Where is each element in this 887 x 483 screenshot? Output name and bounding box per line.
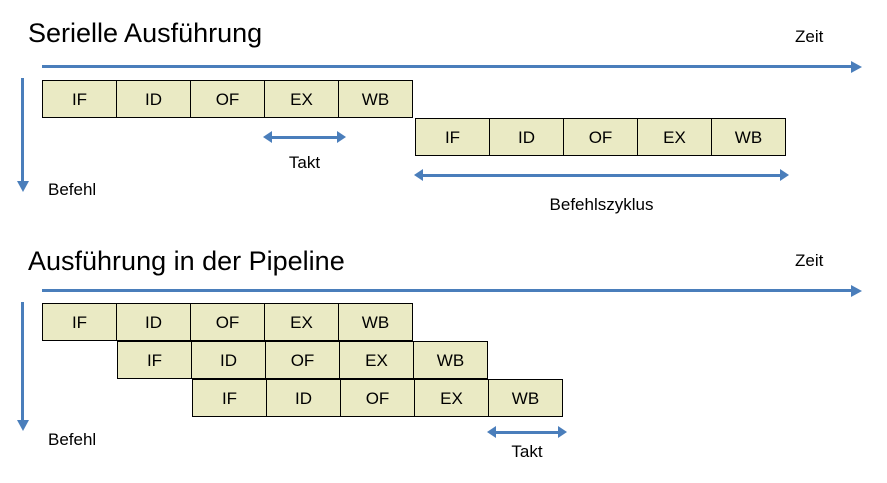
instruction-axis-pipeline xyxy=(16,302,30,432)
stage-cell: WB xyxy=(338,303,413,341)
section-serial: Serielle Ausführung Zeit Befehl IF ID OF… xyxy=(0,0,887,240)
stage-cell: IF xyxy=(117,341,192,379)
table-row: IF ID OF EX WB xyxy=(42,80,413,118)
instruction-axis-serial xyxy=(16,78,30,193)
measure-arrow-takt xyxy=(487,426,567,438)
measure-arrow-takt xyxy=(263,131,346,143)
measure-label-takt: Takt xyxy=(288,153,321,172)
table-row: IF ID OF EX WB xyxy=(42,303,413,341)
stage-cell: OF xyxy=(190,303,265,341)
arrow-left-head-icon xyxy=(487,426,496,438)
stage-cell: IF xyxy=(42,303,117,341)
measure-label-takt: Takt xyxy=(511,442,543,461)
stage-cell: OF xyxy=(563,118,638,156)
stage-cell: ID xyxy=(266,379,341,417)
stage-cell: WB xyxy=(338,80,413,118)
instruction-axis-arrowhead-icon xyxy=(17,420,29,431)
stage-cell: ID xyxy=(489,118,564,156)
arrow-left-head-icon xyxy=(263,131,272,143)
time-axis-line xyxy=(42,289,852,292)
page-title-serial: Serielle Ausführung xyxy=(28,18,263,48)
stage-cell: OF xyxy=(265,341,340,379)
instruction-axis-label-pipeline: Befehl xyxy=(48,430,97,449)
time-axis-arrowhead-icon xyxy=(851,61,862,73)
arrow-right-head-icon xyxy=(780,169,789,181)
table-row: IF ID OF EX WB xyxy=(192,379,563,417)
arrow-right-head-icon xyxy=(558,426,567,438)
stage-cell: ID xyxy=(116,303,191,341)
instruction-axis-arrowhead-icon xyxy=(17,181,29,192)
table-row: IF ID OF EX WB xyxy=(415,118,786,156)
stage-cell: IF xyxy=(415,118,490,156)
stage-cell: WB xyxy=(488,379,563,417)
stage-cell: IF xyxy=(192,379,267,417)
stage-cell: EX xyxy=(637,118,712,156)
measure-label-befehlszyklus: Befehlszyklus xyxy=(549,195,654,214)
instruction-axis-line xyxy=(21,302,24,421)
arrow-shaft xyxy=(494,431,560,434)
arrow-right-head-icon xyxy=(337,131,346,143)
time-axis-label-serial: Zeit xyxy=(795,27,824,46)
stage-cell: WB xyxy=(413,341,488,379)
stage-cell: ID xyxy=(191,341,266,379)
stage-cell: EX xyxy=(264,303,339,341)
stage-cell: EX xyxy=(339,341,414,379)
arrow-shaft xyxy=(270,136,339,139)
time-axis-pipeline xyxy=(42,285,862,297)
stage-cell: EX xyxy=(264,80,339,118)
page-title-pipeline: Ausführung in der Pipeline xyxy=(28,246,345,276)
section-pipeline: Ausführung in der Pipeline Zeit Befehl I… xyxy=(0,240,887,483)
table-row: IF ID OF EX WB xyxy=(117,341,488,379)
time-axis-line xyxy=(42,65,852,68)
time-axis-arrowhead-icon xyxy=(851,285,862,297)
arrow-left-head-icon xyxy=(414,169,423,181)
instruction-axis-label-serial: Befehl xyxy=(48,180,97,199)
arrow-shaft xyxy=(421,174,782,177)
stage-cell: EX xyxy=(414,379,489,417)
time-axis-label-pipeline: Zeit xyxy=(795,251,824,270)
stage-cell: WB xyxy=(711,118,786,156)
stage-cell: OF xyxy=(340,379,415,417)
stage-cell: OF xyxy=(190,80,265,118)
stage-cell: IF xyxy=(42,80,117,118)
measure-arrow-befehlszyklus xyxy=(414,169,789,181)
time-axis-serial xyxy=(42,61,862,73)
instruction-axis-line xyxy=(21,78,24,182)
stage-cell: ID xyxy=(116,80,191,118)
